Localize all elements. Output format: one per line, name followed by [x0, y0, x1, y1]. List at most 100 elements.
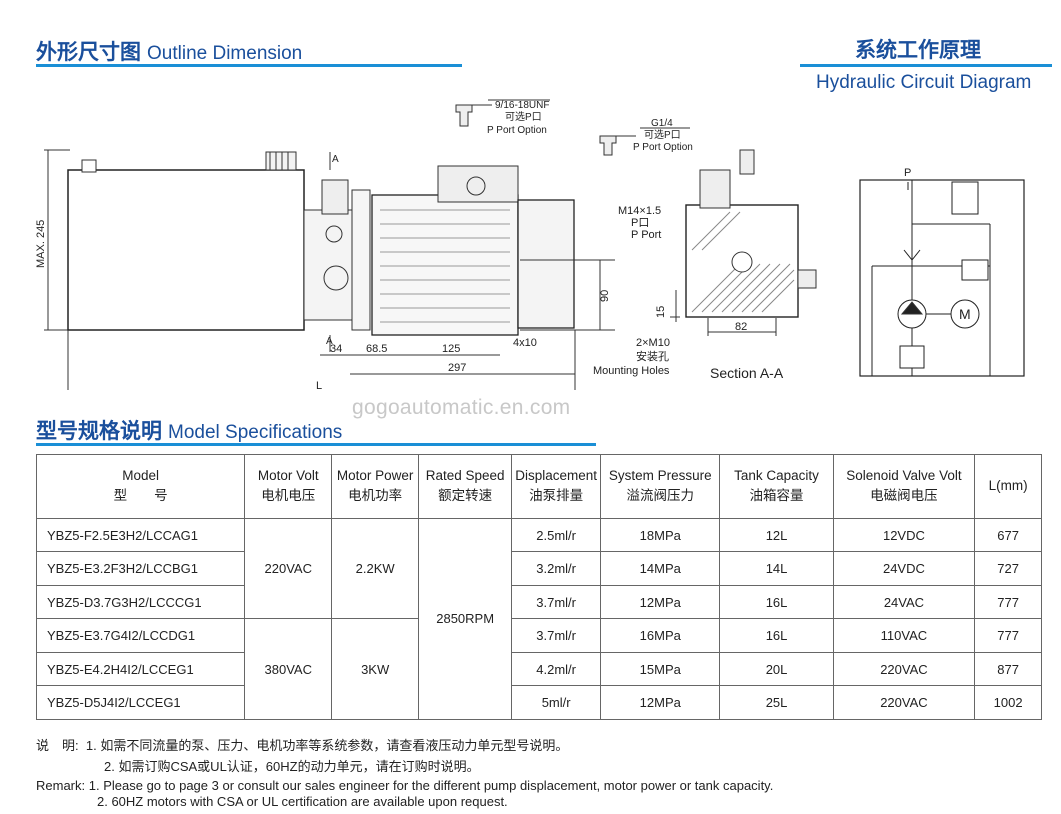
header-solenoid-volt-en: Solenoid Valve Volt: [846, 467, 962, 483]
dim-90: 90: [599, 290, 611, 302]
cell-solenoid: 12VDC: [832, 517, 976, 553]
cell-displacement: 2.5ml/r: [511, 517, 602, 553]
cell-length: 727: [974, 551, 1042, 586]
cell-solenoid: 24VAC: [832, 584, 976, 620]
header-model-cn: 型 号: [113, 488, 168, 504]
cell-length: 677: [974, 517, 1042, 553]
cell-model: YBZ5-E4.2H4I2/LCCEG1: [35, 651, 246, 687]
circuit-rule: [800, 64, 1052, 67]
dim-68: 68.5: [366, 343, 387, 355]
port-label-en: P Port: [631, 229, 661, 241]
outline-rule: [36, 64, 462, 67]
dim-max245: MAX. 245: [35, 220, 47, 268]
dim-297: 297: [448, 362, 466, 374]
motor-label: M: [959, 306, 971, 322]
header-motor-power: Motor Power 电机功率: [331, 454, 420, 519]
header-displacement-cn: 油泵排量: [529, 488, 584, 504]
header-rated-speed-en: Rated Speed: [425, 467, 505, 483]
cell-pressure: 14MPa: [600, 551, 721, 586]
note-cn-label: 说 明:: [36, 738, 79, 753]
cell-length: 777: [974, 584, 1042, 620]
mounting-cn: 安装孔: [636, 349, 669, 363]
cell-length: 877: [974, 651, 1042, 687]
mark-a-top: A: [332, 154, 339, 165]
cell-motor-volt: 380VAC: [244, 618, 333, 720]
header-tank-capacity-cn: 油箱容量: [749, 488, 804, 504]
cell-pressure: 18MPa: [600, 517, 721, 553]
motor-shape: [371, 194, 519, 336]
note-cn-1: 说 明: 1. 如需不同流量的泵、压力、电机功率等系统参数，请查看液压动力单元型…: [36, 735, 568, 754]
cell-length: 777: [974, 618, 1042, 653]
cell-model: YBZ5-F2.5E3H2/LCCAG1: [35, 517, 246, 553]
cell-displacement: 3.7ml/r: [511, 584, 602, 620]
cell-pressure: 12MPa: [600, 685, 721, 720]
port-option-2-size: G1/4: [651, 118, 673, 129]
table-row: YBZ5-E3.2F3H2/LCCBG1 3.2ml/r 14MPa 14L 2…: [35, 551, 1042, 586]
note-en-1: Remark: 1. Please go to page 3 or consul…: [36, 778, 773, 793]
cell-tank: 16L: [719, 618, 834, 653]
header-system-pressure-cn: 溢流阀压力: [626, 488, 695, 504]
cell-displacement: 3.7ml/r: [511, 618, 602, 653]
port-option-1-size: 9/16-18UNF: [495, 100, 549, 111]
mark-a-bottom: A: [326, 336, 333, 347]
cell-motor-volt: 220VAC: [244, 517, 333, 620]
note-en-label: Remark:: [36, 778, 86, 793]
circuit-box: [859, 179, 1025, 377]
cell-motor-power: 3KW: [331, 618, 420, 720]
cell-pressure: 12MPa: [600, 584, 721, 620]
table-row: YBZ5-D3.7G3H2/LCCCG1 3.7ml/r 12MPa 16L 2…: [35, 584, 1042, 620]
cell-motor-power: 2.2KW: [331, 517, 420, 620]
port-option-2-cn: 可选P口: [644, 128, 681, 141]
header-motor-power-en: Motor Power: [336, 467, 414, 483]
cell-displacement: 4.2ml/r: [511, 651, 602, 687]
circuit-title-en: Hydraulic Circuit Diagram: [816, 72, 1032, 93]
dim-15: 15: [655, 306, 667, 318]
header-rated-speed-cn: 额定转速: [438, 488, 493, 504]
header-motor-power-cn: 电机功率: [348, 488, 403, 504]
cell-model: YBZ5-D5J4I2/LCCEG1: [35, 685, 246, 720]
header-length: L(mm): [974, 454, 1042, 519]
port-label-cn: P口: [631, 217, 649, 229]
port-option-2-en: P Port Option: [633, 142, 693, 153]
specs-rule: [36, 443, 596, 446]
cell-tank: 25L: [719, 685, 834, 720]
cell-solenoid: 220VAC: [832, 685, 976, 720]
cell-tank: 12L: [719, 517, 834, 553]
cell-model: YBZ5-D3.7G3H2/LCCCG1: [35, 584, 246, 620]
dim-l: L: [316, 380, 322, 390]
cell-displacement: 3.2ml/r: [511, 551, 602, 586]
circuit-p-label: P: [904, 167, 911, 179]
header-system-pressure-en: System Pressure: [608, 467, 712, 483]
header-displacement: Displacement 油泵排量: [511, 454, 602, 519]
specs-title-cn: 型号规格说明: [36, 420, 162, 443]
note-en-2: 2. 60HZ motors with CSA or UL certificat…: [97, 794, 508, 809]
cell-length: 1002: [974, 685, 1042, 720]
header-motor-volt-cn: 电机电压: [261, 488, 316, 504]
mounting-size: 2×M10: [636, 337, 670, 349]
circuit-title-cn: 系统工作原理: [855, 39, 981, 62]
section-label: Section A-A: [710, 365, 784, 381]
header-tank-capacity: Tank Capacity 油箱容量: [719, 454, 834, 519]
header-rated-speed: Rated Speed 额定转速: [418, 454, 513, 519]
dim-125: 125: [442, 343, 460, 355]
tank-shape: [67, 169, 305, 331]
header-solenoid-volt: Solenoid Valve Volt 电磁阀电压: [832, 454, 976, 519]
cell-solenoid: 110VAC: [832, 618, 976, 653]
note-en-1-text: 1. Please go to page 3 or consult our sa…: [88, 778, 774, 793]
header-model-en: Model: [122, 467, 160, 483]
table-row: YBZ5-D5J4I2/LCCEG1 5ml/r 12MPa 25L 220VA…: [35, 685, 1042, 720]
header-displacement-en: Displacement: [515, 467, 598, 483]
table-row: YBZ5-E3.7G4I2/LCCDG1 380VAC 3KW 3.7ml/r …: [35, 618, 1042, 720]
header-solenoid-volt-cn: 电磁阀电压: [870, 488, 938, 504]
port-option-1-cn: 可选P口: [505, 110, 542, 123]
note-cn-2: 2. 如需订购CSA或UL认证，60HZ的动力单元，请在订购时说明。: [104, 759, 480, 774]
header-tank-capacity-en: Tank Capacity: [734, 467, 819, 483]
cell-solenoid: 24VDC: [832, 551, 976, 586]
note-cn-1-text: 1. 如需不同流量的泵、压力、电机功率等系统参数，请查看液压动力单元型号说明。: [85, 738, 569, 753]
mounting-en: Mounting Holes: [593, 365, 670, 377]
